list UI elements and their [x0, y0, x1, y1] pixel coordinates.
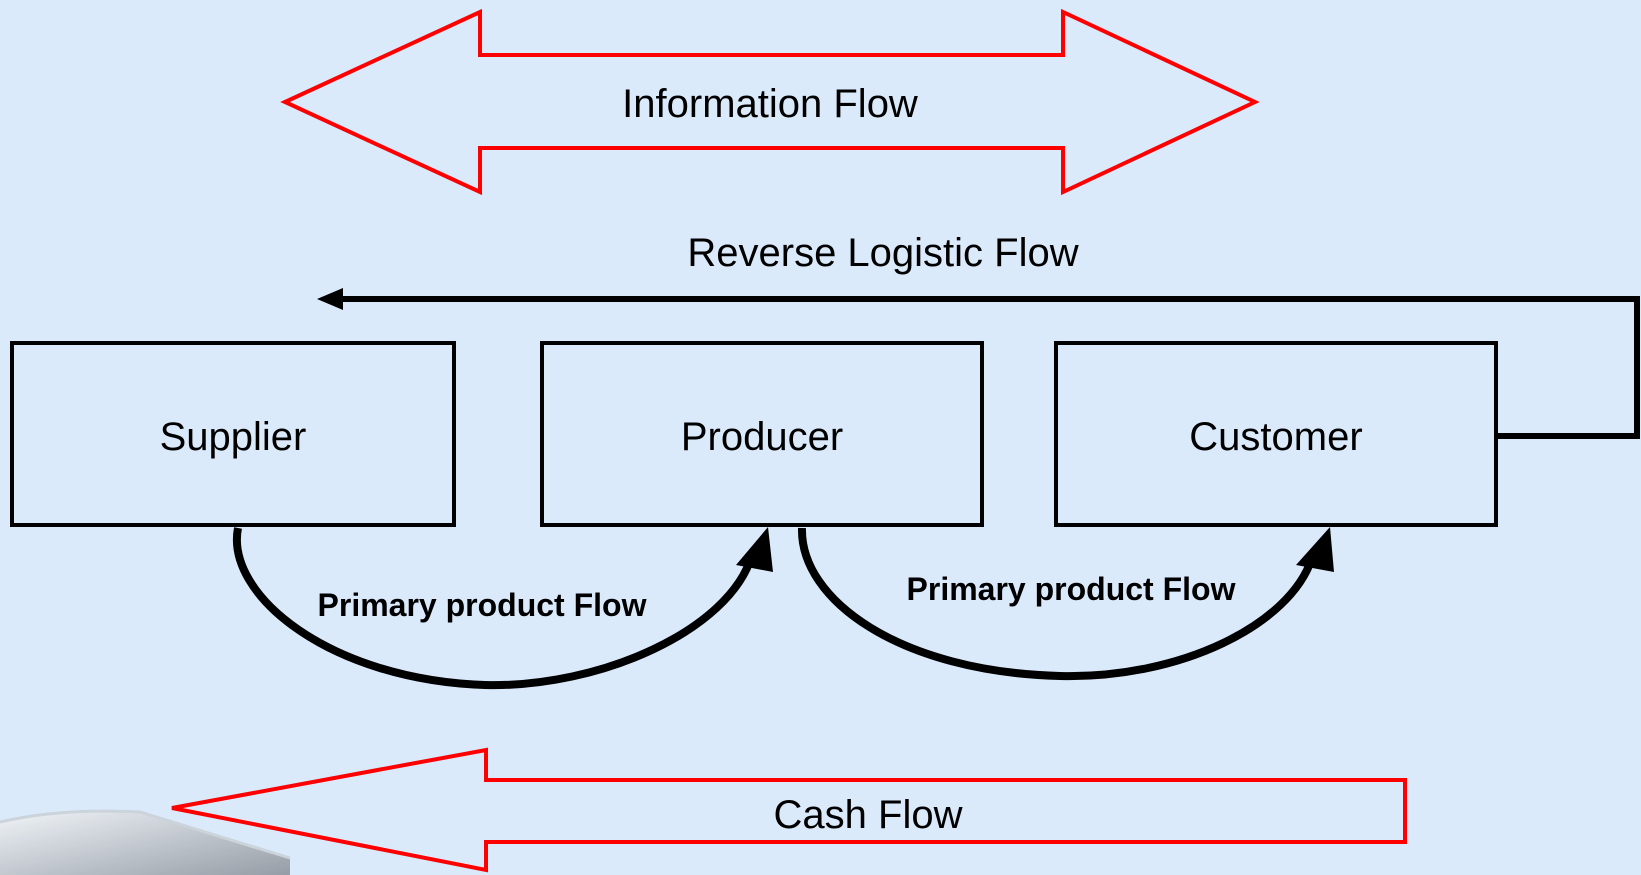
decorative-device-image [0, 809, 291, 875]
node-producer: Producer [540, 341, 984, 527]
reverse-flow-arrowhead [317, 288, 343, 310]
product-flow-label: Primary product Flow [907, 571, 1236, 607]
node-label: Customer [1189, 415, 1362, 459]
cash-flow-arrow: Cash Flow [171, 747, 1407, 873]
product-flow-arrowhead [1296, 527, 1334, 572]
information-flow-label: Information Flow [622, 82, 918, 126]
cash-flow-label: Cash Flow [774, 793, 963, 837]
information-flow-arrow: Information Flow [280, 8, 1260, 196]
reverse-logistic-flow: Reverse Logistic Flow [317, 231, 1640, 439]
node-customer: Customer [1054, 341, 1498, 527]
node-supplier: Supplier [10, 341, 456, 527]
product-flow-producer-to-customer: Primary product Flow [797, 527, 1334, 681]
reverse-flow-label: Reverse Logistic Flow [687, 231, 1078, 275]
reverse-flow-connector [335, 296, 1640, 439]
node-label: Supplier [160, 415, 307, 459]
product-flow-arrowhead [736, 527, 773, 572]
product-flow-label: Primary product Flow [318, 587, 647, 623]
node-label: Producer [681, 415, 843, 459]
product-flow-supplier-to-producer: Primary product Flow [232, 527, 773, 690]
